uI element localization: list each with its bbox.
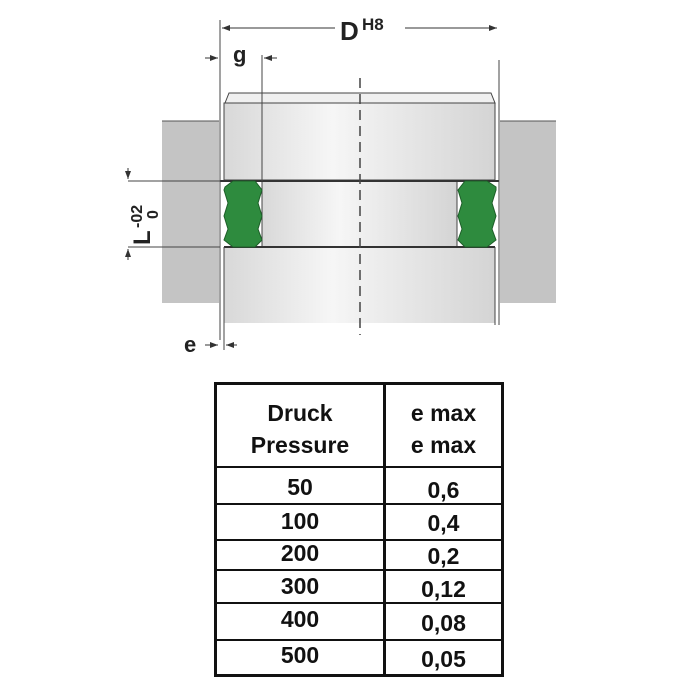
seal-installation-diagram: D H8 g L -02 0 e	[125, 15, 556, 357]
dim-D-tolerance: H8	[362, 15, 384, 34]
emax-cell: 0,05	[421, 646, 466, 672]
emax-cell: 0,12	[421, 576, 466, 602]
pressure-extrusion-gap-table: Druck Pressure e max e max 50 0,6 100 0,…	[214, 382, 504, 677]
dim-L-tol-upper: -02	[129, 205, 146, 228]
pressure-cell: 200	[280, 540, 320, 566]
dim-L-tol-lower: 0	[145, 210, 162, 219]
dim-e-label: e	[184, 332, 196, 357]
header-divider	[217, 466, 501, 468]
emax-cell: 0,2	[427, 543, 460, 569]
column-divider	[383, 385, 386, 674]
housing-right	[500, 121, 556, 303]
pressure-cell: 500	[280, 642, 320, 668]
row-divider	[217, 569, 501, 571]
row-divider	[217, 602, 501, 604]
header-pressure-en: Pressure	[250, 432, 350, 458]
pressure-cell: 300	[280, 573, 320, 599]
header-emax-de: e max	[410, 400, 477, 426]
seal-left	[223, 180, 263, 248]
header-pressure-de: Druck	[267, 400, 333, 426]
dim-D-label: D	[340, 16, 359, 46]
housing-left	[162, 121, 219, 303]
row-divider	[217, 503, 501, 505]
row-divider	[217, 639, 501, 641]
row-divider	[217, 539, 501, 541]
pressure-cell: 50	[287, 474, 313, 500]
pressure-cell: 100	[280, 508, 320, 534]
emax-cell: 0,4	[427, 510, 460, 536]
seal-right	[457, 180, 497, 248]
emax-cell: 0,08	[421, 610, 466, 636]
dim-g-label: g	[233, 42, 246, 67]
emax-cell: 0,6	[427, 477, 460, 503]
dim-L-label: L	[129, 230, 156, 245]
pressure-cell: 400	[280, 606, 320, 632]
header-emax-en: e max	[410, 432, 477, 458]
